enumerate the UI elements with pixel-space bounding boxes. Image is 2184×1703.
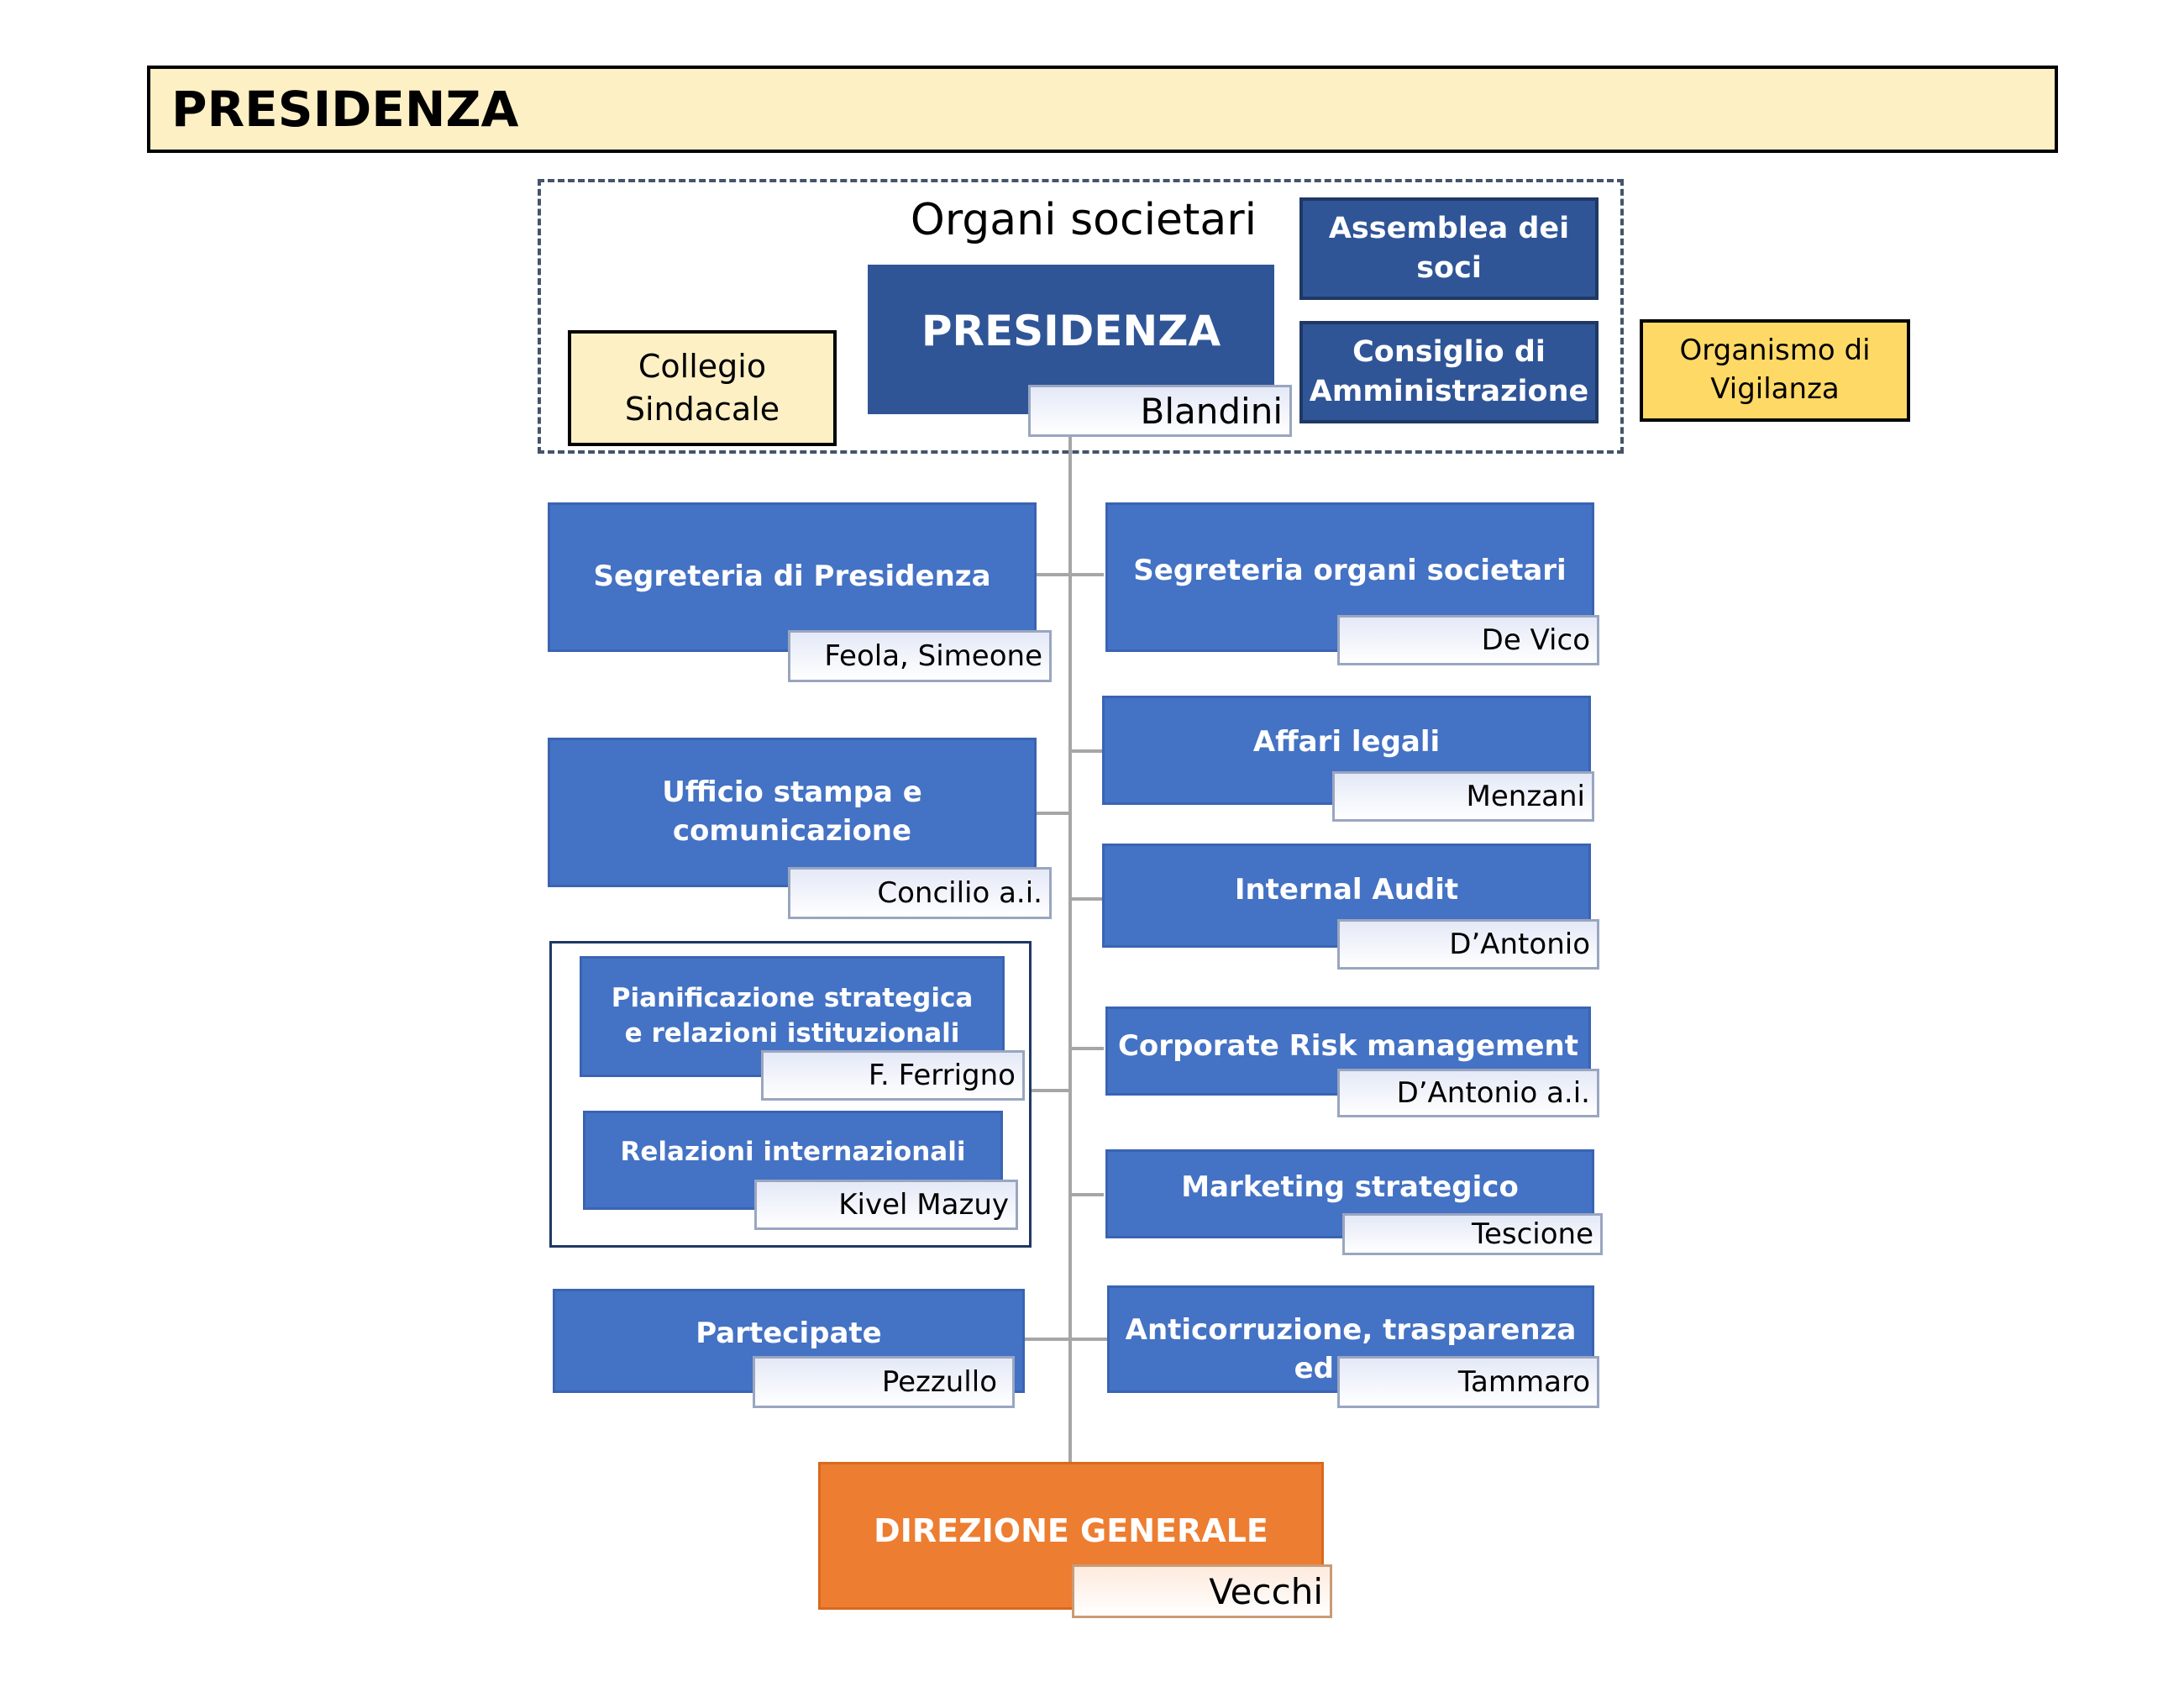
unit-anticorruzione-trasparenza-esg-name: Tammaro — [1337, 1356, 1599, 1408]
connector-segreteria-presidenza — [1035, 573, 1104, 576]
organi-societari-title: Organi societari — [910, 195, 1257, 245]
assemblea-soci-box: Assemblea dei soci — [1299, 197, 1599, 300]
direzione-generale-name: Vecchi — [1072, 1564, 1332, 1618]
consiglio-amministrazione-box: Consiglio di Amministrazione — [1299, 321, 1599, 423]
unit-ufficio-stampa-name: Concilio a.i. — [788, 867, 1052, 919]
presidenza-label: PRESIDENZA — [921, 307, 1221, 355]
collegio-sindacale-box: Collegio Sindacale — [568, 330, 837, 446]
unit-segreteria-organi-societari-name: De Vico — [1337, 615, 1599, 665]
unit-corporate-risk-management-name: D’Antonio a.i. — [1337, 1069, 1599, 1117]
connector-pianificazione-group — [1032, 1089, 1070, 1092]
unit-marketing-strategico-name: Tescione — [1342, 1213, 1603, 1255]
main-vertical-connector — [1068, 428, 1072, 1464]
page-title: PRESIDENZA — [147, 66, 2058, 153]
unit-pianificazione-strategica-name: F. Ferrigno — [761, 1050, 1025, 1101]
unit-ufficio-stampa: Ufficio stampa e comunicazione — [548, 738, 1037, 887]
connector-internal-audit — [1070, 897, 1104, 901]
connector-ufficio-stampa — [1035, 812, 1070, 815]
organi-societari-group — [538, 179, 1624, 454]
unit-internal-audit-name: D’Antonio — [1337, 919, 1599, 970]
connector-partecipate-anticorruzione — [1025, 1338, 1107, 1341]
organismo-vigilanza-box: Organismo di Vigilanza — [1640, 319, 1910, 422]
presidenza-name: Blandini — [1028, 385, 1292, 437]
unit-segreteria-presidenza-name: Feola, Simeone — [788, 630, 1052, 682]
unit-partecipate-name: Pezzullo — [753, 1356, 1015, 1408]
pianificazione-relazioni-group — [549, 941, 1032, 1248]
unit-relazioni-internazionali-name: Kivel Mazuy — [754, 1180, 1018, 1230]
connector-affari-legali — [1070, 749, 1104, 753]
unit-affari-legali-name: Menzani — [1332, 771, 1594, 822]
connector-corporate-risk — [1070, 1047, 1104, 1050]
connector-marketing — [1070, 1193, 1104, 1196]
